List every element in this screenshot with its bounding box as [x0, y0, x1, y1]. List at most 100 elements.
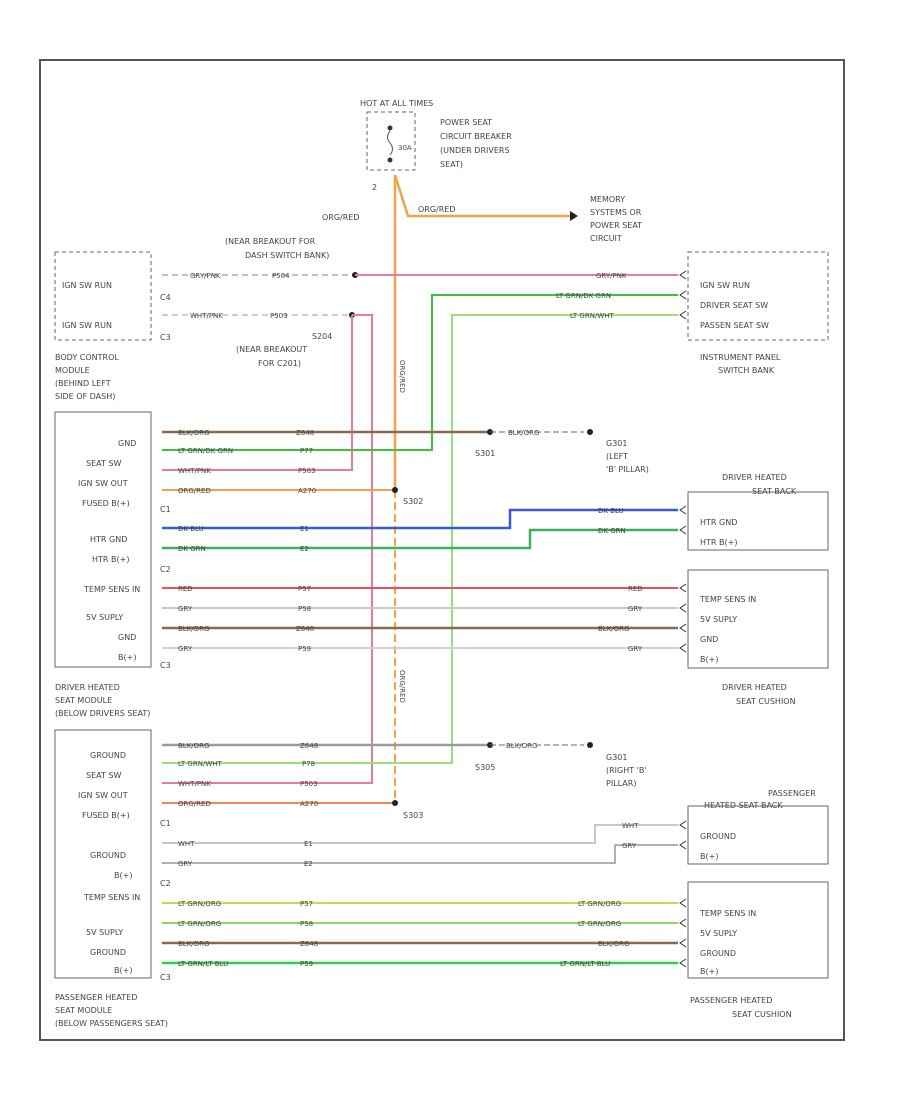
pm-circuit-8: Z648 — [300, 940, 318, 948]
arrow-pc-4 — [679, 958, 687, 968]
dm-wire-3: ORG/RED — [178, 487, 211, 495]
wire-bcm-wht-pnk-label: WHT/PNK — [190, 312, 223, 320]
pm-circuit-3: A270 — [300, 800, 318, 808]
pm-title-3: (BELOW PASSENGERS SEAT) — [55, 1019, 168, 1028]
wire-bcm-gry-pnk-label: GRY/PNK — [190, 272, 221, 280]
circuit-p504-label: P504 — [272, 272, 290, 280]
breaker-contact-bottom — [387, 157, 393, 163]
dm-circuit-0: Z648 — [296, 429, 314, 437]
memory-arrow — [570, 211, 578, 221]
pm-wire-6: LT GRN/ORG — [178, 900, 221, 908]
bcm-pin-ign-sw-run-1: IGN SW RUN — [62, 281, 112, 290]
bcm-title-4: SIDE OF DASH) — [55, 392, 115, 401]
dc-wire-2: BLK/ORG — [598, 625, 629, 633]
splice-s302-label: S302 — [403, 497, 423, 506]
ground-1-wire-label: BLK/ORG — [508, 429, 539, 437]
g301-left-label-2: (LEFT — [606, 452, 628, 461]
memory-label-2: SYSTEMS OR — [590, 208, 642, 217]
breaker-desc-1: POWER SEAT — [440, 118, 492, 127]
splice-s302 — [392, 487, 398, 493]
org-red-right-label: ORG/RED — [418, 205, 456, 214]
passenger-heated-seat-module-box — [54, 729, 152, 979]
arrow-pc-3 — [679, 938, 687, 948]
pm-wire-7: LT GRN/ORG — [178, 920, 221, 928]
right-connector-arrows — [679, 270, 687, 968]
dm-pin-htr-b: HTR B(+) — [92, 555, 129, 564]
driver-back-wire-2: DK GRN — [598, 527, 626, 535]
dc-wire-1: GRY — [628, 605, 643, 613]
ip-pin-passen-seat-sw: PASSEN SEAT SW — [700, 321, 769, 330]
wire-dm-dk-blu-htr-gnd — [162, 508, 678, 530]
g301-left-label-3: 'B' PILLAR) — [606, 465, 649, 474]
g301-left-label-1: G301 — [606, 439, 627, 448]
s204-label-2: (NEAR BREAKOUT — [236, 345, 307, 354]
dm-pin-htr-gnd: HTR GND — [90, 535, 127, 544]
pc-title-1: PASSENGER HEATED — [690, 996, 772, 1005]
pc-wire-1: LT GRN/ORG — [578, 920, 621, 928]
s204-label-1: S204 — [312, 332, 332, 341]
passenger-heated-seat-back-box — [687, 805, 829, 865]
dc-title-1: DRIVER HEATED — [722, 683, 787, 692]
driver-heated-seat-back-box — [687, 491, 829, 551]
breaker-desc-4: SEAT) — [440, 160, 463, 169]
pm-circuit-0: Z648 — [300, 742, 318, 750]
breaker-rating: 30A — [398, 144, 412, 152]
ip-pin-ign-sw-run: IGN SW RUN — [700, 281, 750, 290]
dm-circuit-4: E1 — [300, 525, 309, 533]
dm-wire-6: RED — [178, 585, 193, 593]
passenger-cushion-wire-labels: LT GRN/ORG LT GRN/ORG BLK/ORG LT GRN/LT … — [560, 900, 629, 968]
driver-back-pin-htr-gnd: HTR GND — [700, 518, 737, 527]
memory-label-3: POWER SEAT — [590, 221, 642, 230]
dc-pin-temp-sens-in: TEMP SENS IN — [699, 595, 756, 604]
pm-circuit-7: P58 — [300, 920, 313, 928]
pc-wire-0: LT GRN/ORG — [578, 900, 621, 908]
s204-label-3: FOR C201) — [258, 359, 301, 368]
breaker-desc-2: CIRCUIT BREAKER — [440, 132, 512, 141]
dm-c2-label: C2 — [160, 565, 171, 574]
g301-right-label-3: PILLAR) — [606, 779, 636, 788]
arrow-dc-2 — [679, 603, 687, 613]
dm-pin-b: B(+) — [118, 653, 136, 662]
dc-pin-gnd: GND — [700, 635, 718, 644]
dm-circuit-5: E2 — [300, 545, 309, 553]
ip-wire-3-label: LT GRN/WHT — [570, 312, 615, 320]
breakout-label-1: (NEAR BREAKOUT FOR — [225, 237, 316, 246]
driver-module-wire-labels: BLK/ORG LT GRN/DK GRN WHT/PNK ORG/RED DK… — [178, 429, 316, 653]
dm-pin-fused-b: FUSED B(+) — [82, 499, 130, 508]
trunk-label-lower: ORG/RED — [398, 670, 406, 703]
dc-pin-b: B(+) — [700, 655, 718, 664]
ip-title-1: INSTRUMENT PANEL — [700, 353, 781, 362]
bcm-c4-label: C4 — [160, 293, 171, 302]
pm-c3-label: C3 — [160, 973, 171, 982]
dm-wire-0: BLK/ORG — [178, 429, 209, 437]
pm-pin-ign-sw-out: IGN SW OUT — [78, 791, 128, 800]
pm-pin-ground: GROUND — [90, 751, 126, 760]
pb-wire-2: GRY — [622, 842, 637, 850]
pb-pin-b: B(+) — [700, 852, 718, 861]
dm-wire-9: GRY — [178, 645, 193, 653]
pm-wire-4: WHT — [178, 840, 195, 848]
pm-wire-1: LT GRN/WHT — [178, 760, 223, 768]
pm-circuit-6: P57 — [300, 900, 313, 908]
dm-circuit-3: A270 — [298, 487, 316, 495]
bcm-c3-label: C3 — [160, 333, 171, 342]
dm-c3-label: C3 — [160, 661, 171, 670]
dc-wire-3: GRY — [628, 645, 643, 653]
arrow-ip-2 — [679, 290, 687, 300]
bcm-title-3: (BEHIND LEFT — [55, 379, 111, 388]
breaker-pin-2: 2 — [372, 183, 377, 192]
pm-wire-5: GRY — [178, 860, 193, 868]
dm-wire-2: WHT/PNK — [178, 467, 211, 475]
wire-pm-gry-b — [162, 844, 678, 864]
hot-at-all-times-label: HOT AT ALL TIMES — [360, 99, 433, 108]
breaker-element — [387, 130, 393, 156]
pm-title-1: PASSENGER HEATED — [55, 993, 137, 1002]
driver-back-pin-htr-b: HTR B(+) — [700, 538, 737, 547]
pm-c2-label: C2 — [160, 879, 171, 888]
dm-wire-4: DK BLU — [178, 525, 204, 533]
arrow-pc-2 — [679, 918, 687, 928]
arrow-pb-1 — [679, 820, 687, 830]
pm-pin-temp-sens-in: TEMP SENS IN — [83, 893, 140, 902]
pm-wire-0: BLK/ORG — [178, 742, 209, 750]
arrow-pb-2 — [679, 840, 687, 850]
